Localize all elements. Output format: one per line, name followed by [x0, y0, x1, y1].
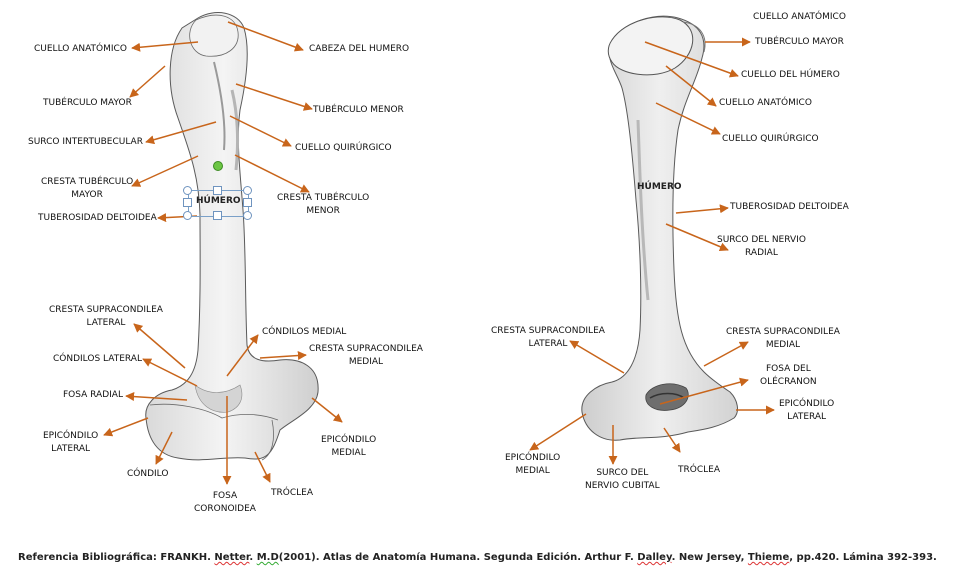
label-tuberculo-menor: TUBÉRCULO MENOR — [313, 105, 404, 115]
reference-middle2: . New Jersey, — [671, 552, 748, 563]
resize-handle[interactable] — [243, 198, 252, 207]
reference-netter: Netter — [214, 552, 250, 563]
resize-handle[interactable] — [243, 211, 252, 220]
label-cuello-anatomico: CUELLO ANATÓMICO — [34, 44, 127, 54]
label-cresta-supracondilea-medial: CRESTA SUPRACONDILEA MEDIAL — [309, 344, 423, 367]
label-surco-nervio-radial: SURCO DEL NERVIO RADIAL — [717, 235, 806, 258]
left-figure-arrows — [103, 21, 343, 485]
label-cresta-supracondilea-lateral: CRESTA SUPRACONDILEA LATERAL — [49, 305, 163, 328]
label-cabeza-humero: CABEZA DEL HUMERO — [309, 44, 410, 54]
label-cuello-quirurgico: CUELLO QUIRÚRGICO — [295, 143, 392, 153]
label-tuberosidad-deltoidea: TUBEROSIDAD DELTOIDEA — [38, 213, 157, 223]
resize-handle[interactable] — [183, 186, 192, 195]
label-tuberosidad-deltoidea-right: TUBEROSIDAD DELTOIDEA — [730, 202, 849, 212]
label-cresta-supracondilea-medial-right: CRESTA SUPRACONDILEA MEDIAL — [726, 327, 840, 350]
label-condilos-lateral: CÓNDILOS LATERAL — [53, 354, 142, 364]
label-epicondilo-lateral: EPICÓNDILO LATERAL — [43, 431, 99, 454]
label-cuello-anatomico-top: CUELLO ANATÓMICO — [753, 12, 846, 22]
resize-handle[interactable] — [183, 211, 192, 220]
label-tuberculo-mayor: TUBÉRCULO MAYOR — [43, 98, 132, 108]
left-bone-label[interactable]: HÚMERO — [196, 196, 241, 206]
rotate-handle[interactable] — [213, 161, 223, 171]
label-fosa-coronoidea: FOSA CORONOIDEA — [194, 491, 256, 514]
label-fosa-radial: FOSA RADIAL — [63, 390, 123, 400]
left-humerus-bone — [145, 12, 319, 461]
label-cuello-anatomico-right: CUELLO ANATÓMICO — [719, 98, 812, 108]
label-epicondilo-medial-right: EPICÓNDILO MEDIAL — [505, 453, 561, 476]
label-cresta-tuberculo-menor: CRESTA TUBÉRCULO MENOR — [277, 193, 370, 216]
resize-handle[interactable] — [213, 211, 222, 220]
right-figure-arrows — [529, 37, 775, 465]
label-cuello-quirurgico-right: CUELLO QUIRÚRGICO — [722, 134, 819, 144]
label-fosa-olecranon: FOSA DEL OLÉCRANON — [760, 364, 817, 387]
label-epicondilo-lateral-right: EPICÓNDILO LATERAL — [779, 399, 835, 422]
label-tuberculo-mayor-right: TUBÉRCULO MAYOR — [755, 37, 844, 47]
label-troclea-right: TRÓCLEA — [678, 465, 720, 475]
reference-middle: (2001). Atlas de Anatomía Humana. Segund… — [278, 552, 638, 563]
reference-dalley: Dalley — [637, 552, 672, 563]
label-condilos-medial: CÓNDILOS MEDIAL — [262, 327, 347, 337]
label-cuello-humero: CUELLO DEL HÚMERO — [741, 70, 840, 80]
resize-handle[interactable] — [243, 186, 252, 195]
label-condilo: CÓNDILO — [127, 469, 169, 479]
reference-sep: . — [249, 552, 257, 563]
resize-handle[interactable] — [213, 186, 222, 195]
reference-md: M.D — [256, 552, 279, 563]
label-surco-intertubecular: SURCO INTERTUBECULAR — [28, 137, 143, 147]
label-cresta-tuberculo-mayor: CRESTA TUBÉRCULO MAYOR — [41, 177, 134, 200]
reference-thieme: Thieme — [747, 552, 790, 563]
label-troclea: TRÓCLEA — [271, 488, 313, 498]
right-bone-label: HÚMERO — [637, 182, 682, 192]
reference-suffix: , pp.420. Lámina 392-393. — [789, 552, 937, 563]
bibliographic-reference: Referencia Bibliográfica: FRANKH. Netter… — [18, 552, 937, 563]
label-cresta-supracondilea-lateral-right: CRESTA SUPRACONDILEA LATERAL — [491, 326, 605, 349]
resize-handle[interactable] — [183, 198, 192, 207]
right-humerus-bone — [581, 15, 738, 441]
reference-prefix: Referencia Bibliográfica: FRANKH. — [18, 552, 215, 563]
label-epicondilo-medial: EPICÓNDILO MEDIAL — [321, 435, 377, 458]
label-surco-nervio-cubital: SURCO DEL NERVIO CUBITAL — [585, 468, 660, 491]
